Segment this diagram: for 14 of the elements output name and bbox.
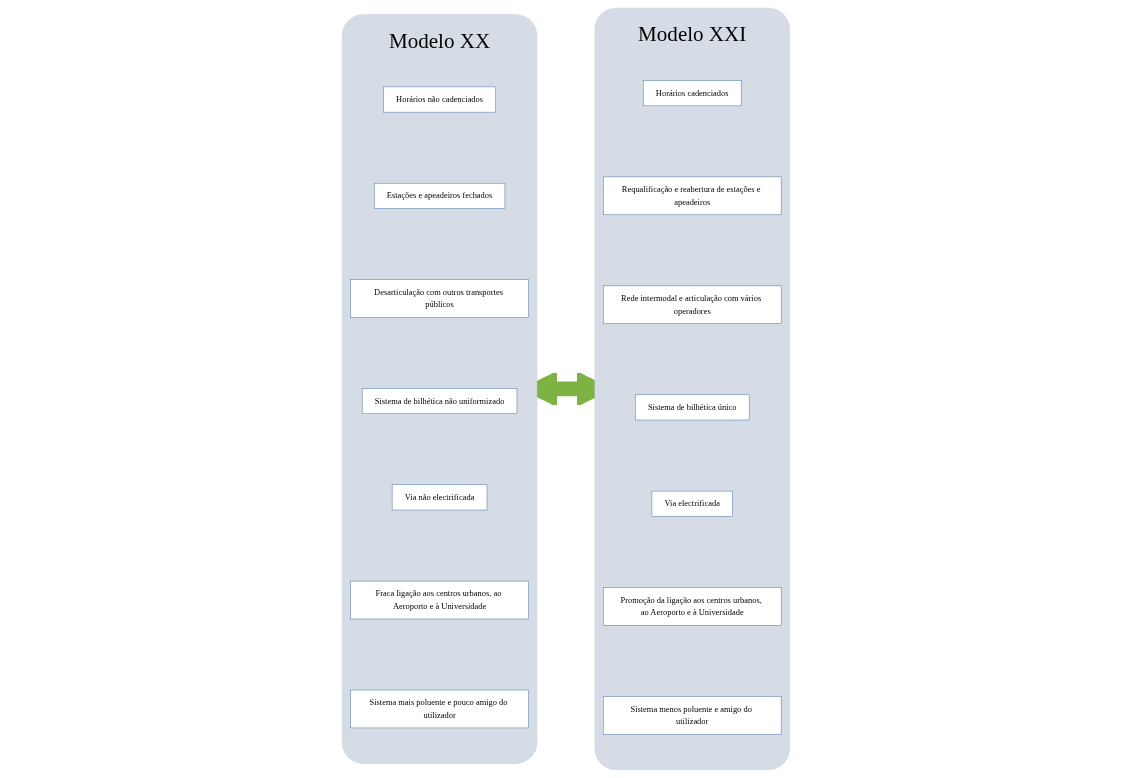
node-box: Fraca ligação aos centros urbanos, ao Aeroporto e à Universidade	[350, 580, 529, 620]
node-box: Via não electrificada	[391, 484, 488, 511]
node-box: Estações e apeadeiros fechados	[374, 182, 506, 209]
node-box: Sistema mais poluente e pouco amigo do utilizador	[350, 689, 529, 729]
node-box: Horários não cadenciados	[383, 86, 497, 113]
node-box: Via electrificada	[651, 490, 733, 517]
node-box: Sistema menos poluente e amigo do utilizador	[603, 696, 782, 735]
node-box: Sistema de bilhética único	[635, 394, 750, 421]
node-box: Rede intermodal e articulação com vários operadores	[603, 285, 782, 324]
node-box: Requalificação e reabertura de estações e apeadeiros	[603, 176, 782, 216]
node-box: Horários cadenciados	[643, 80, 742, 107]
node-box: Sistema de bilhética não uniformizado	[362, 388, 518, 414]
node-box: Promoção da ligação aos centros urbanos, ao Aeroporto e à Universidade	[603, 587, 782, 626]
node-box: Desarticulação com outros transportes públicos	[350, 279, 529, 318]
